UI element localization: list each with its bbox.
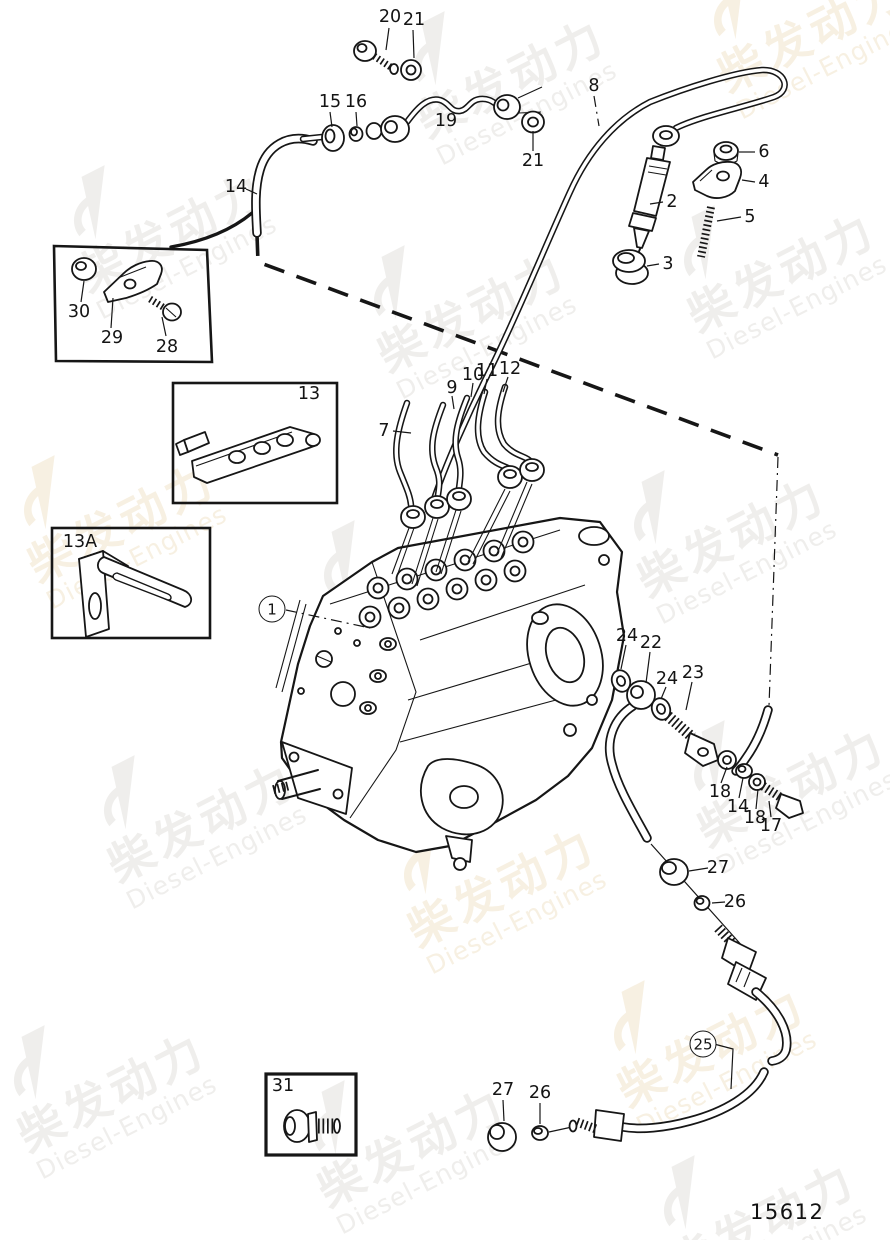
clamp-kit bbox=[71, 257, 182, 322]
diesel-engines-logo-icon bbox=[13, 1025, 45, 1100]
injection-pump bbox=[270, 516, 626, 871]
diesel-engines-logo-icon bbox=[663, 1155, 695, 1230]
injector-assembly bbox=[612, 125, 743, 285]
bracket-13-box bbox=[171, 381, 339, 505]
diesel-engines-logo-icon bbox=[613, 980, 645, 1055]
injection-pipe-8 bbox=[428, 66, 788, 509]
detail-boxes bbox=[50, 244, 358, 1157]
hose-14-left bbox=[251, 133, 318, 238]
banjo-22-assembly bbox=[604, 669, 719, 843]
figure-number: 15612 bbox=[750, 1200, 825, 1224]
nipple-31 bbox=[283, 1109, 341, 1143]
return-line-19 bbox=[299, 86, 545, 152]
hose-14-right-assembly bbox=[717, 705, 804, 819]
nipple-31-box bbox=[264, 1072, 358, 1157]
diesel-engines-logo-icon bbox=[313, 1080, 345, 1155]
bracket-13a bbox=[78, 550, 193, 638]
diesel-engines-logo-icon bbox=[103, 755, 135, 830]
delivery-valves bbox=[358, 530, 535, 629]
banjo-bolt-20 bbox=[353, 40, 422, 81]
diesel-engines-logo-icon bbox=[713, 0, 745, 40]
fuel-hose-25-assembly bbox=[487, 858, 792, 1152]
bracket-13a-box bbox=[50, 526, 212, 640]
injection-pipes bbox=[391, 383, 545, 587]
clamp-detail-box bbox=[52, 244, 214, 364]
diesel-engines-logo-icon bbox=[23, 455, 55, 530]
diesel-engines-logo-icon bbox=[633, 470, 665, 545]
stud-5 bbox=[697, 206, 715, 258]
clamp-4 bbox=[692, 160, 743, 199]
diesel-engines-logo-icon bbox=[73, 165, 105, 240]
bracket-13 bbox=[175, 426, 321, 484]
leader-lines bbox=[80, 27, 772, 1124]
diesel-engines-logo-icon bbox=[323, 520, 355, 595]
